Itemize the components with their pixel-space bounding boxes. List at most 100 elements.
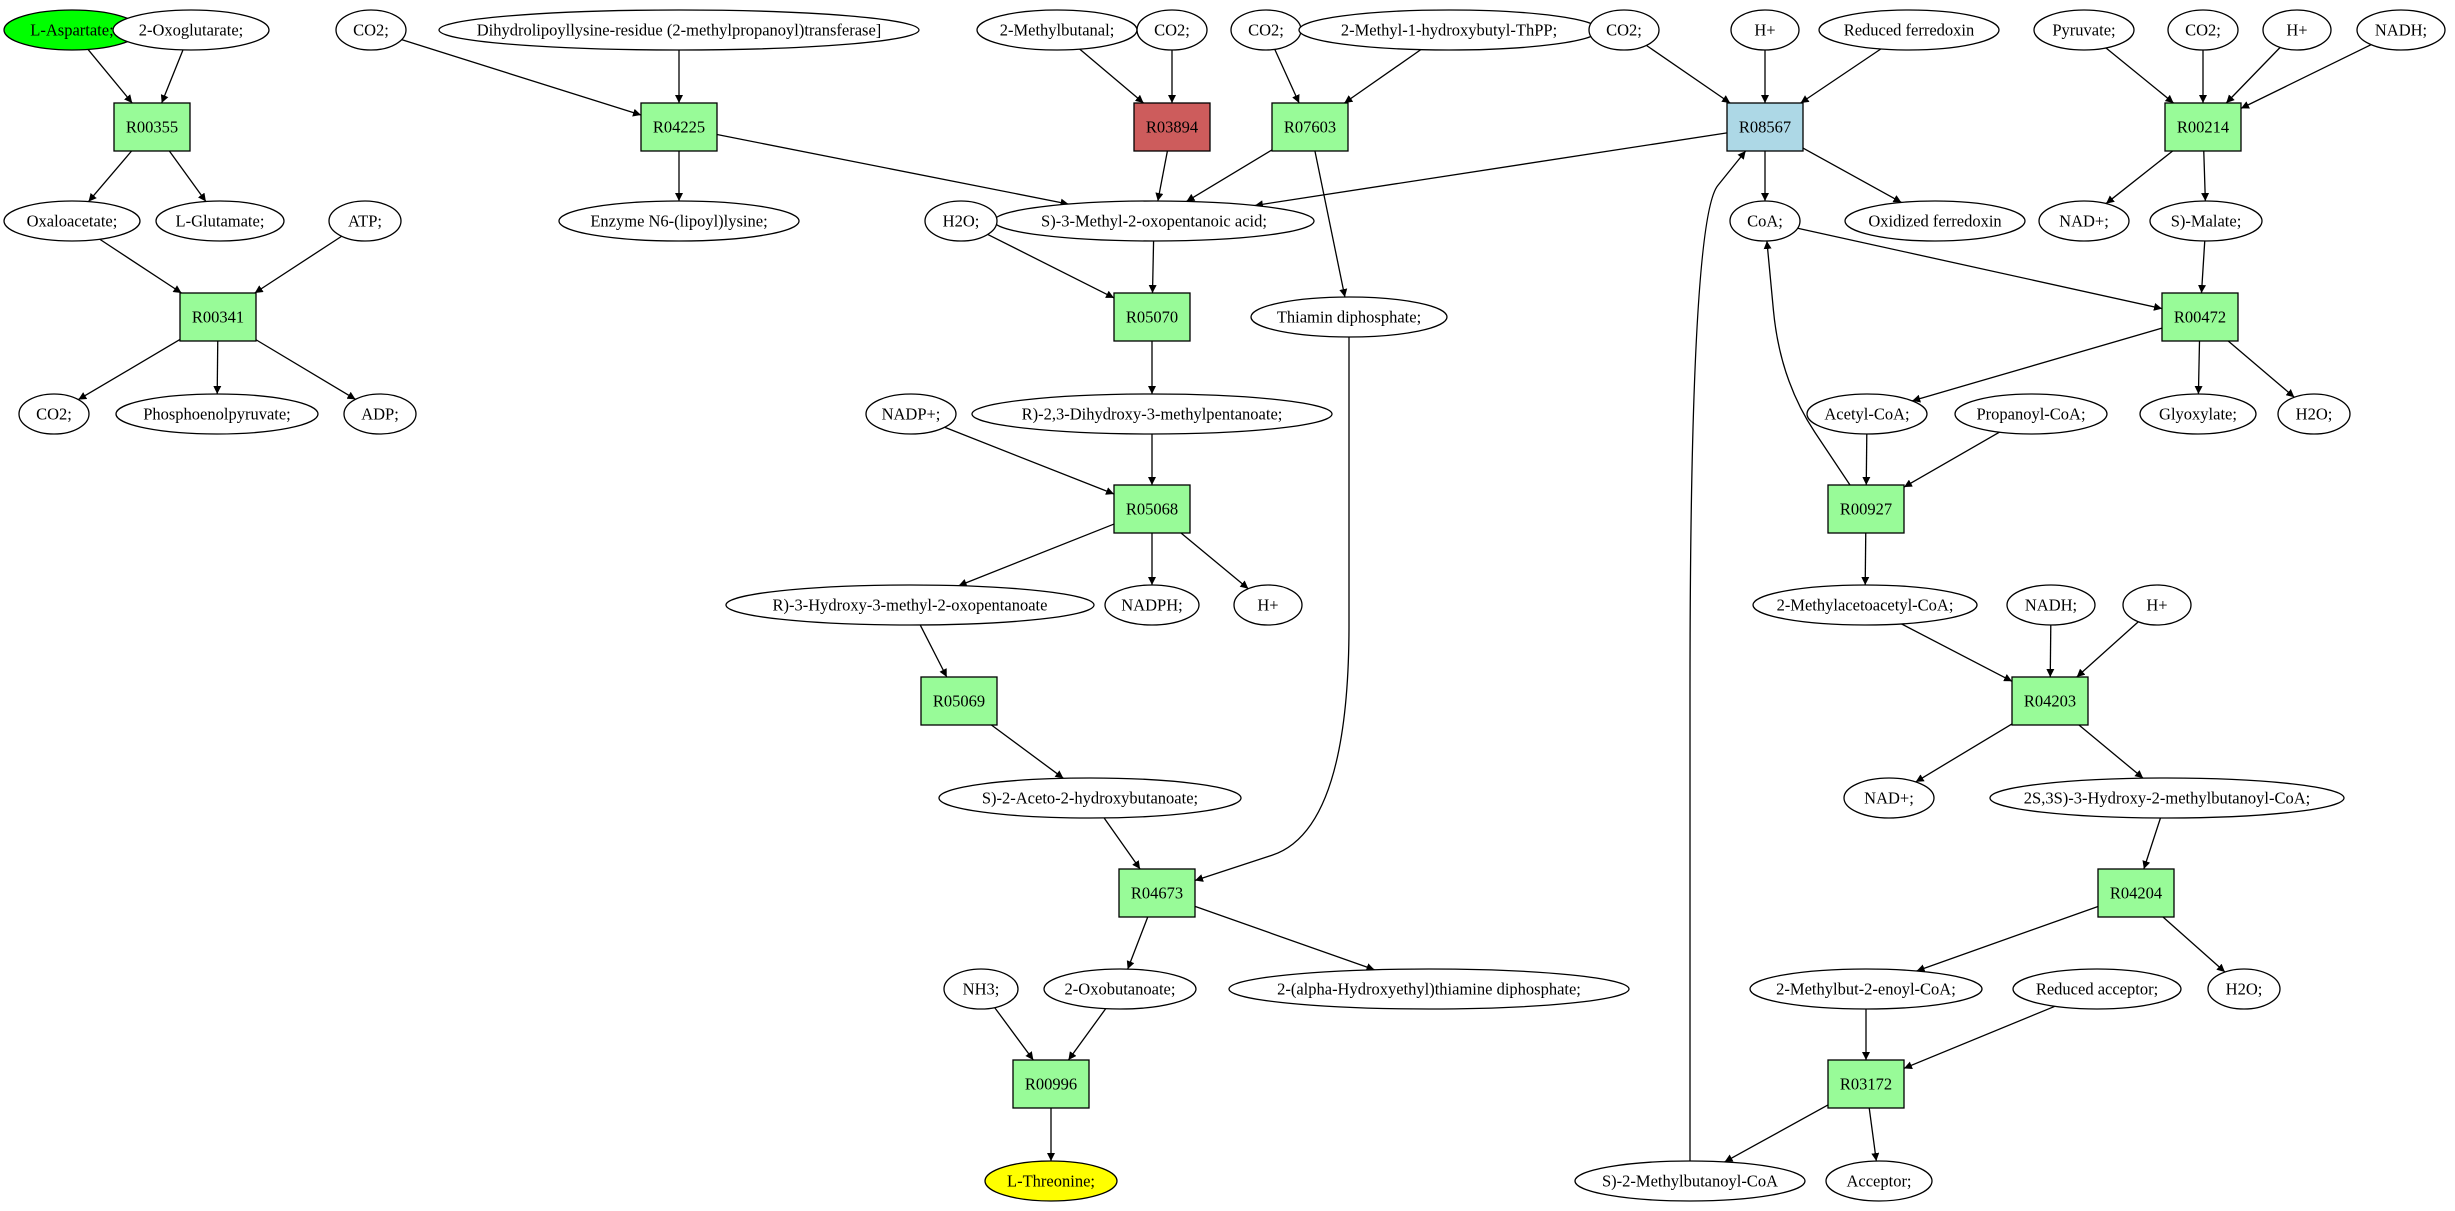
metabolite-node-Oxoglut[interactable]: 2-Oxoglutarate;	[112, 9, 270, 51]
reaction-node-R04203[interactable]: R04203	[2011, 676, 2089, 726]
reaction-node-R05068[interactable]: R05068	[1113, 484, 1191, 534]
metabolite-node-H2O_a[interactable]: H2O;	[924, 200, 998, 242]
reaction-node-R00355[interactable]: R00355	[113, 102, 191, 152]
metabolite-ellipse	[1843, 777, 1935, 819]
metabolite-node-Acceptor[interactable]: Acceptor;	[1825, 1160, 1933, 1202]
reaction-node-R04673[interactable]: R04673	[1118, 868, 1196, 918]
metabolite-node-MeButanal[interactable]: 2-Methylbutanal;	[976, 9, 1138, 51]
node-label: NADP+;	[882, 405, 941, 424]
edge-RedFd-to-R08567	[1800, 48, 1882, 104]
metabolite-node-PEP[interactable]: Phosphoenolpyruvate;	[115, 393, 319, 435]
reaction-node-R04204[interactable]: R04204	[2097, 868, 2175, 918]
metabolite-ellipse	[1233, 584, 1303, 626]
metabolite-node-MeAcAcCoA[interactable]: 2-Methylacetoacetyl-CoA;	[1752, 584, 1978, 626]
node-label: Thiamin diphosphate;	[1277, 308, 1421, 327]
metabolite-node-ADP[interactable]: ADP;	[343, 393, 417, 435]
metabolite-node-S2A2HB[interactable]: S)-2-Aceto-2-hydroxybutanoate;	[938, 777, 1242, 819]
node-label: CO2;	[353, 21, 389, 40]
reaction-node-R03894[interactable]: R03894	[1133, 102, 1211, 152]
metabolite-node-CO2_b[interactable]: CO2;	[335, 9, 407, 51]
node-label: R03172	[1840, 1075, 1892, 1094]
reaction-node-R00996[interactable]: R00996	[1012, 1059, 1090, 1109]
node-label: CO2;	[36, 405, 72, 424]
metabolite-node-MHBThPP[interactable]: 2-Methyl-1-hydroxybutyl-ThPP;	[1298, 9, 1600, 51]
node-label: NADH;	[2375, 21, 2427, 40]
node-label: ATP;	[348, 212, 382, 231]
node-label: CO2;	[1248, 21, 1284, 40]
edge-R00927-to-MeAcAcCoA	[1861, 532, 1870, 586]
metabolite-node-NADH_b[interactable]: NADH;	[2006, 584, 2096, 626]
metabolite-node-S3M2OPA[interactable]: S)-3-Methyl-2-oxopentanoic acid;	[993, 200, 1315, 242]
metabolite-node-NADPp[interactable]: NADP+;	[865, 393, 957, 435]
metabolite-node-CO2_d[interactable]: CO2;	[1230, 9, 1302, 51]
edge-R08567-to-S3M2OPA	[1254, 132, 1728, 209]
metabolite-ellipse	[2038, 200, 2130, 242]
node-label: R00472	[2174, 308, 2226, 327]
reaction-box	[640, 102, 718, 152]
metabolite-ellipse	[1989, 777, 2345, 819]
metabolite-node-Hp_c[interactable]: H+	[2262, 9, 2332, 51]
reaction-node-R00214[interactable]: R00214	[2164, 102, 2242, 152]
reaction-node-R05069[interactable]: R05069	[920, 676, 998, 726]
edge-NADPp-to-R05068	[944, 426, 1115, 495]
reaction-node-R00472[interactable]: R00472	[2161, 292, 2239, 342]
metabolite-node-NADPH[interactable]: NADPH;	[1104, 584, 1200, 626]
metabolite-node-RedAcc[interactable]: Reduced acceptor;	[2012, 968, 2182, 1010]
metabolite-node-Hp_a[interactable]: H+	[1233, 584, 1303, 626]
reaction-node-R08567[interactable]: R08567	[1726, 102, 1804, 152]
metabolite-node-CO2_e[interactable]: CO2;	[1588, 9, 1660, 51]
metabolite-node-LThr[interactable]: L-Threonine;	[984, 1160, 1118, 1202]
metabolite-node-CO2_a[interactable]: CO2;	[18, 393, 90, 435]
metabolite-node-NH3[interactable]: NH3;	[943, 968, 1019, 1010]
metabolite-ellipse	[2277, 393, 2351, 435]
metabolite-ellipse	[2006, 584, 2096, 626]
reaction-node-R03172[interactable]: R03172	[1827, 1059, 1905, 1109]
metabolite-node-ThDP[interactable]: Thiamin diphosphate;	[1250, 296, 1448, 338]
reaction-node-R04225[interactable]: R04225	[640, 102, 718, 152]
metabolite-node-Glyox[interactable]: Glyoxylate;	[2139, 393, 2257, 435]
metabolite-node-SMalate[interactable]: S)-Malate;	[2149, 200, 2263, 242]
metabolite-node-AcCoA[interactable]: Acetyl-CoA;	[1806, 393, 1928, 435]
metabolite-node-CoA[interactable]: CoA;	[1729, 200, 1801, 242]
metabolite-node-MB2eCoA[interactable]: 2-Methylbut-2-enoyl-CoA;	[1749, 968, 1983, 1010]
edge-CO2_e-to-R08567	[1645, 44, 1731, 104]
metabolite-node-Hp_b[interactable]: H+	[1730, 9, 1800, 51]
reaction-node-R05070[interactable]: R05070	[1113, 292, 1191, 342]
metabolite-ellipse	[335, 9, 407, 51]
metabolite-node-AHETDP[interactable]: 2-(alpha-Hydroxyethyl)thiamine diphospha…	[1228, 968, 1630, 1010]
edge-R04203-to-HMBCoA	[2078, 724, 2144, 779]
metabolite-node-Oxobut[interactable]: 2-Oxobutanoate;	[1043, 968, 1197, 1010]
metabolite-node-NADp_b[interactable]: NAD+;	[1843, 777, 1935, 819]
edge-L_Aspartate-to-R00355	[87, 49, 133, 104]
edge-R00341-to-PEP	[213, 340, 222, 395]
metabolite-node-S2MBCoA[interactable]: S)-2-Methylbutanoyl-CoA	[1574, 1160, 1806, 1202]
edge-AcCoA-to-R00927	[1862, 433, 1871, 486]
reaction-node-R00927[interactable]: R00927	[1827, 484, 1905, 534]
metabolite-node-L_Aspartate[interactable]: L-Aspartate;	[3, 9, 141, 51]
reaction-node-R07603[interactable]: R07603	[1271, 102, 1349, 152]
reaction-node-R00341[interactable]: R00341	[179, 292, 257, 342]
metabolite-node-NADH_a[interactable]: NADH;	[2356, 9, 2446, 51]
metabolite-node-CO2_c[interactable]: CO2;	[1136, 9, 1208, 51]
metabolite-node-RedFd[interactable]: Reduced ferredoxin	[1818, 9, 2000, 51]
metabolite-node-LGlu[interactable]: L-Glutamate;	[155, 200, 285, 242]
metabolite-ellipse	[984, 1160, 1118, 1202]
metabolite-node-ATP[interactable]: ATP;	[328, 200, 402, 242]
metabolite-node-H2O_b[interactable]: H2O;	[2277, 393, 2351, 435]
metabolite-node-PropCoA[interactable]: Propanoyl-CoA;	[1954, 393, 2108, 435]
metabolite-node-HMBCoA[interactable]: 2S,3S)-3-Hydroxy-2-methylbutanoyl-CoA;	[1989, 777, 2345, 819]
metabolite-node-Pyruvate[interactable]: Pyruvate;	[2033, 9, 2135, 51]
metabolite-node-OxFd[interactable]: Oxidized ferredoxin	[1844, 200, 2026, 242]
metabolite-ellipse	[2207, 968, 2281, 1010]
metabolite-node-H2O_c[interactable]: H2O;	[2207, 968, 2281, 1010]
metabolite-node-R23DHMP[interactable]: R)-2,3-Dihydroxy-3-methylpentanoate;	[971, 393, 1333, 435]
node-label: NAD+;	[1864, 789, 1914, 808]
metabolite-node-Oxaloacetate[interactable]: Oxaloacetate;	[3, 200, 141, 242]
metabolite-node-NADp_a[interactable]: NAD+;	[2038, 200, 2130, 242]
metabolite-node-Hp_d[interactable]: H+	[2122, 584, 2192, 626]
metabolite-node-CO2_f[interactable]: CO2;	[2167, 9, 2239, 51]
edge-R05068-to-Hp_a	[1180, 532, 1249, 590]
metabolite-node-DihydroT[interactable]: Dihydrolipoyllysine-residue (2-methylpro…	[438, 9, 920, 51]
metabolite-node-R3HM2OP[interactable]: R)-3-Hydroxy-3-methyl-2-oxopentanoate	[725, 584, 1095, 626]
metabolite-node-EnzN6[interactable]: Enzyme N6-(lipoyl)lysine;	[558, 200, 800, 242]
